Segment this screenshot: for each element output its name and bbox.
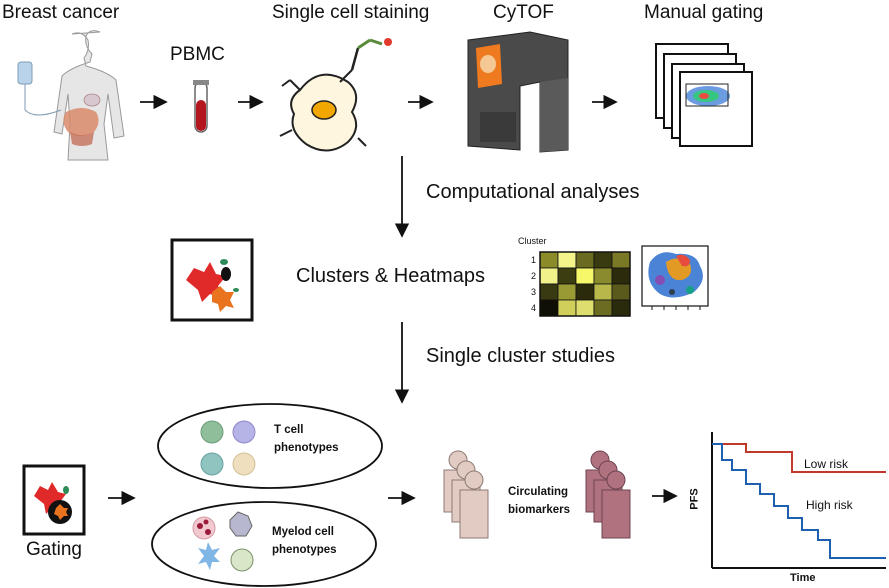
blood-tube-icon [193, 80, 209, 133]
gating-icon [22, 464, 86, 536]
heatmap-row-label: 3 [531, 287, 537, 297]
heatmap-cell [557, 299, 577, 317]
tcell-label-line1: T cell [274, 424, 304, 436]
heatmap-cell [539, 267, 559, 285]
step-cytof: CyTOF [493, 2, 554, 23]
km-x-label: Time [790, 572, 816, 584]
cytof-machine-icon [467, 31, 569, 153]
circulating-label-line1: Circulating [508, 486, 569, 498]
heatmap-cell [557, 283, 577, 301]
clusters-icon [170, 238, 254, 322]
heatmap-row-label: 2 [531, 271, 537, 281]
tcell-label-line2: phenotypes [274, 442, 339, 454]
heatmap-cell [557, 267, 577, 285]
heatmap-cell [611, 267, 631, 285]
heatmap-row-label: 4 [531, 303, 537, 313]
heatmap-cell [593, 283, 613, 301]
gating-label: Gating [26, 539, 82, 560]
step-manual-gating: Manual gating [644, 2, 764, 23]
myeloid-phenotypes-group [151, 501, 377, 587]
circulating-label-line2: biomarkers [508, 504, 571, 516]
km-y-label: PFS [688, 488, 701, 510]
heatmap-cell [611, 299, 631, 317]
tcell-phenotypes-group [157, 403, 383, 489]
low-risk-label: Low risk [804, 457, 849, 471]
single-cluster-label: Single cluster studies [426, 345, 615, 367]
step-staining: Single cell staining [272, 2, 430, 23]
heatmap-cell [593, 251, 613, 269]
survival-plot [711, 432, 886, 569]
heatmap-cell [593, 267, 613, 285]
heatmap-cell [575, 299, 595, 317]
heatmap-cell [575, 251, 595, 269]
gating-plots-icon [655, 43, 753, 147]
heatmap-cell [575, 267, 595, 285]
heatmap-cell [557, 251, 577, 269]
patient-group-light-icon [443, 450, 489, 539]
myeloid-label-line1: Myelod cell [272, 526, 334, 538]
heatmap-cell [575, 283, 595, 301]
heatmap-border [539, 251, 631, 317]
clusters-heatmaps-label: Clusters & Heatmaps [296, 265, 485, 287]
high-risk-label: High risk [806, 498, 853, 512]
high-risk-curve [712, 443, 886, 559]
heatmap-grid [539, 251, 631, 317]
patient-illustration [17, 30, 125, 161]
heatmap-row-label: 1 [531, 255, 537, 265]
heatmap-cell [611, 251, 631, 269]
heatmap-cell [539, 283, 559, 301]
step-pbmc: PBMC [170, 44, 225, 65]
heatmap-cell [539, 251, 559, 269]
low-risk-curve [712, 443, 886, 473]
heatmap-cell [593, 299, 613, 317]
heatmap-cell [539, 299, 559, 317]
myeloid-label-line2: phenotypes [272, 544, 337, 556]
patient-group-dark-icon [585, 450, 631, 539]
cluster-scatter-plot [641, 245, 709, 310]
heatmap-cell [611, 283, 631, 301]
heatmap-title: Cluster [518, 236, 547, 246]
step-breast-cancer: Breast cancer [2, 2, 120, 23]
computational-analyses-label: Computational analyses [426, 181, 640, 203]
stained-cell-icon [279, 38, 392, 152]
